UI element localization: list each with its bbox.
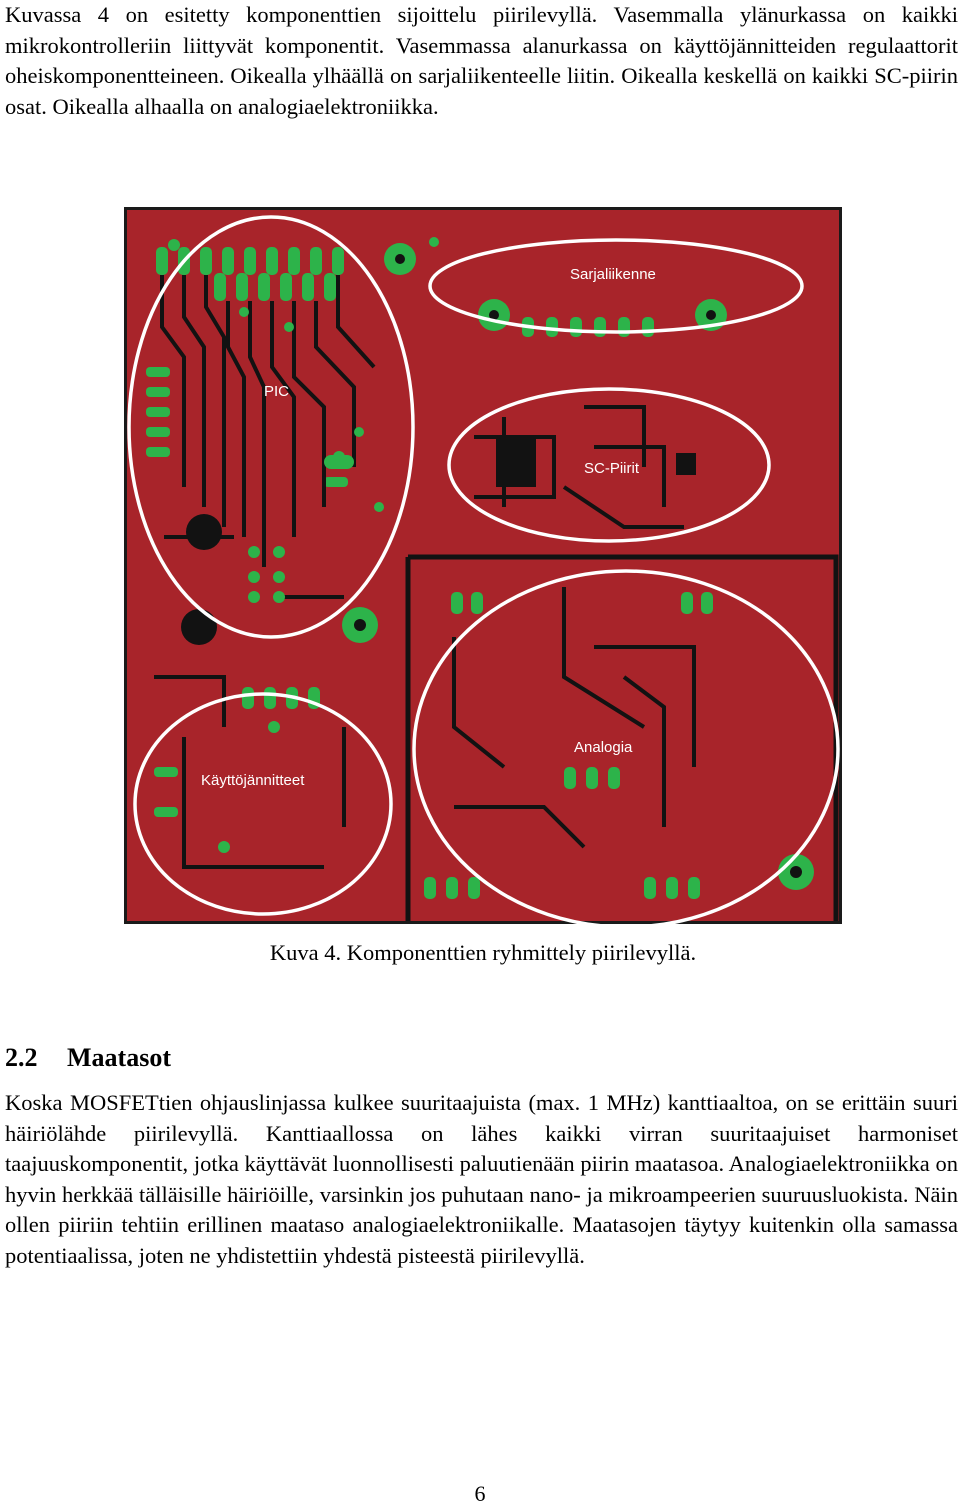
pic-traces xyxy=(160,275,376,599)
section-heading: 2.2 Maatasot xyxy=(5,1041,171,1075)
power-traces xyxy=(154,675,346,869)
group-outlines xyxy=(127,215,840,924)
analog-ground-boundary xyxy=(405,554,839,921)
pic-label: PIC xyxy=(264,383,289,400)
sc-label: SC-Piirit xyxy=(584,460,640,477)
section-body: Koska MOSFETtien ohjauslinjassa kulkee s… xyxy=(5,1090,958,1268)
board-substrate xyxy=(127,210,839,921)
section-number: 2.2 xyxy=(5,1043,38,1072)
pcb-layout-figure: PIC Sarjaliikenne SC-Piirit Käyttöjännit… xyxy=(124,207,842,924)
sc-transistor xyxy=(676,453,696,475)
pic-group-outline xyxy=(127,215,415,639)
power-label: Käyttöjännitteet xyxy=(201,772,305,789)
page-number: 6 xyxy=(474,1481,486,1506)
serial-group-outline xyxy=(428,238,804,334)
intro-paragraph: Kuvassa 4 on esitetty komponenttien sijo… xyxy=(5,2,958,119)
section-title: Maatasot xyxy=(67,1043,171,1072)
mounting-pads xyxy=(181,514,222,645)
sc-chip xyxy=(496,439,536,487)
analog-traces xyxy=(452,587,696,849)
analog-pads xyxy=(424,592,713,899)
analog-label: Analogia xyxy=(574,739,633,756)
pic-header-pads xyxy=(146,247,348,487)
analog-group-outline xyxy=(412,569,840,924)
figure-caption: Kuva 4. Komponenttien ryhmittely piirile… xyxy=(269,940,697,965)
power-group-outline xyxy=(133,692,393,916)
mounting-hole-centers xyxy=(354,254,802,878)
serial-label: Sarjaliikenne xyxy=(570,266,656,283)
sc-group-outline xyxy=(447,387,771,543)
